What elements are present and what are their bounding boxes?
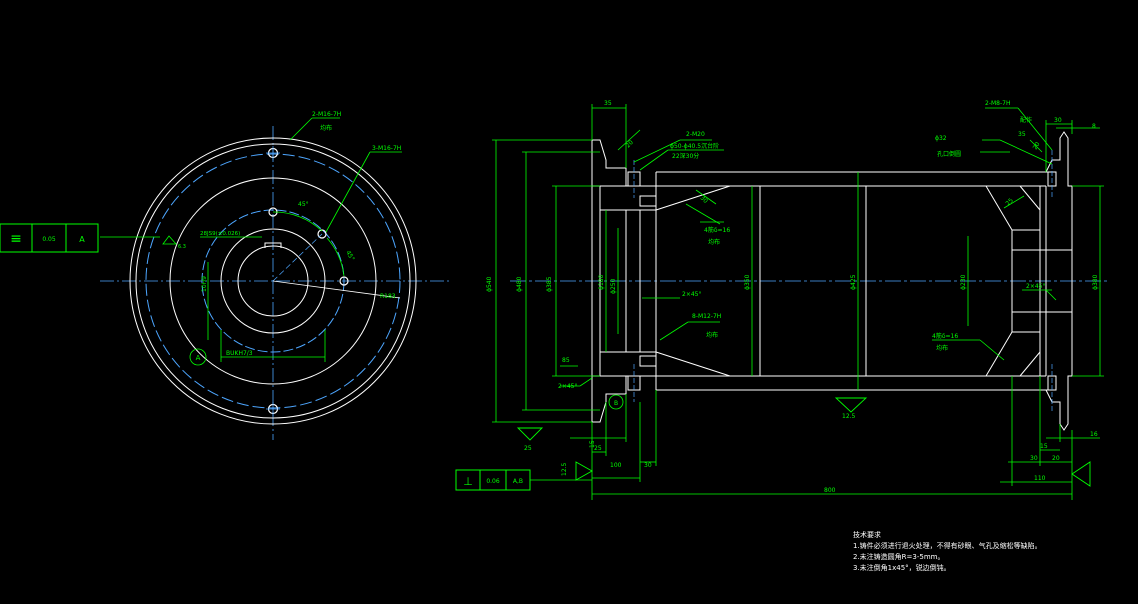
- fcf-left-tol: 0.05: [42, 236, 56, 243]
- dim-20-right: 20: [1052, 455, 1060, 462]
- right-section-view: B 35 20 2-M20 ϕ50-ϕ40.5沉台阶 22深30分 2-M8-7…: [486, 100, 1110, 500]
- rough-bottom: 12.5: [842, 413, 856, 420]
- right-view-labels: 35 20 2-M20 ϕ50-ϕ40.5沉台阶 22深30分 2-M8-7H …: [486, 100, 1099, 494]
- notes-title: 技术要求: [853, 531, 881, 539]
- radius-r183: R183: [380, 293, 396, 300]
- phi-385: ϕ385: [546, 276, 553, 292]
- fcf-right-tol: 0.06: [486, 478, 500, 485]
- fcf-left-datum: A: [79, 235, 85, 244]
- rough-left: 25: [524, 445, 532, 452]
- fit-label: 28JS9(±0.026): [200, 231, 240, 237]
- thread-hole-right: [339, 276, 349, 286]
- notes-line-2: 2.未注铸造圆角R=3-5mm。: [853, 553, 945, 561]
- outer-chamfer-circle: [135, 143, 411, 419]
- leader-2m16: 2-M16-7H: [312, 111, 341, 118]
- rib-right-2: 均布: [936, 344, 948, 352]
- leader-3m16: 3-M16-7H: [372, 145, 401, 152]
- rib-left-2: 均布: [708, 238, 720, 246]
- thread-8m12: 8-M12-7H: [692, 313, 721, 320]
- notes-line-3: 3.未注倒角1x45°，锐边倒钝。: [853, 564, 951, 572]
- right-dimensions: [492, 104, 1104, 500]
- roughness-left-value: 6.3: [178, 244, 186, 250]
- dim-15: 15: [589, 440, 596, 448]
- keyway: [264, 242, 282, 248]
- thread-8m12-note: 均布: [706, 331, 718, 339]
- leader-depth-1: ϕ50-ϕ40.5沉台阶: [670, 142, 719, 150]
- datum-b-circle: [608, 394, 624, 410]
- left-view-labels: 2-M16-7H 均布 3-M16-7H 45° 45° 28JS9(±0.02…: [200, 111, 401, 357]
- dim-100: 100: [610, 462, 622, 469]
- inner-pcd-circle: [201, 209, 345, 353]
- fcf-left-symbol: ≡: [10, 231, 22, 247]
- body-outline: [591, 131, 1073, 431]
- hole-axes: [633, 150, 1053, 412]
- dim-35-top: 35: [1018, 131, 1026, 138]
- dim-25-right: 25: [1004, 197, 1014, 207]
- angle-45: 45°: [298, 201, 309, 208]
- hub-circle: [220, 228, 326, 334]
- radial-line-45: [272, 233, 323, 282]
- roughness-symbol-left: [162, 235, 177, 245]
- leader-2m8: 2-M8-7H: [985, 100, 1010, 107]
- fcf-left: ≡ 0.05 A: [0, 223, 99, 253]
- rib-right-1: 4筋δ=16: [932, 332, 958, 340]
- dim-15-right: 15: [1040, 443, 1048, 450]
- phi-380: ϕ380: [1092, 274, 1099, 290]
- phi-350: ϕ350: [744, 274, 751, 290]
- roughness-symbols: [516, 397, 1091, 487]
- rough-lower: 12.5: [561, 462, 568, 476]
- phi-425: ϕ425: [850, 274, 857, 290]
- thread-hole-upper-right: [317, 229, 327, 239]
- phi-540: ϕ540: [486, 276, 493, 292]
- dim-25-bottom: 25: [594, 445, 602, 452]
- datum-a-letter: A: [196, 354, 201, 362]
- angle-45b: 45°: [344, 250, 355, 263]
- left-end-view: A 6.3 2-M16-7H 均布 3-M16-7H 45° 45° 28JS9…: [100, 111, 452, 440]
- dim-110: 110: [1034, 475, 1046, 482]
- left-dimensions: [100, 117, 402, 362]
- phi-180: ϕ180: [598, 274, 605, 290]
- bore-circle: [237, 245, 309, 317]
- hub-outer-circle: [169, 177, 377, 385]
- leader-2m16-note: 均布: [320, 124, 332, 132]
- hole-note: 孔口倒圆: [937, 150, 961, 158]
- notes-line-1: 1.铸件必须进行退火处理，不得有砂眼、气孔及缩松等缺陷。: [853, 542, 1042, 550]
- width-label: BUKH7/3: [226, 350, 253, 357]
- technical-requirements: 技术要求 1.铸件必须进行退火处理，不得有砂眼、气孔及缩松等缺陷。 2.未注铸造…: [853, 530, 1042, 574]
- hole-phi32: ϕ32: [935, 135, 947, 142]
- outer-circle: [129, 137, 417, 425]
- fcf-right: ⊥ 0.06 A,B: [455, 469, 592, 491]
- datum-a-circle: [189, 348, 207, 366]
- phi-250: ϕ250: [610, 278, 617, 294]
- chamfer-left: 2×45°: [558, 383, 577, 390]
- leader-2m8-note: 配作: [1020, 116, 1032, 124]
- phi-480: ϕ480: [516, 276, 523, 292]
- fcf-right-symbol: ⊥: [463, 475, 473, 488]
- leader-2m20: 2-M20: [686, 131, 705, 138]
- dim-20: 20: [624, 139, 634, 149]
- leader-depth-2: 22深30分: [672, 152, 699, 160]
- dim-30-bottom: 30: [644, 462, 652, 469]
- radius-leader: [272, 280, 401, 299]
- dim-20-small: 20: [1032, 141, 1042, 151]
- dim-85: 85: [562, 357, 570, 364]
- dim-800: 800: [824, 487, 836, 494]
- rib-left-1: 4筋δ=16: [704, 226, 730, 234]
- fcf-right-datum: A,B: [513, 478, 523, 485]
- hole-center-marks: [266, 146, 280, 416]
- dim-35: 35: [604, 100, 612, 107]
- dim-8: 8: [1092, 123, 1096, 130]
- dim-30-rib: 30: [699, 194, 709, 204]
- vertical-dim: 10H9: [201, 276, 208, 292]
- dim-30-top: 30: [1054, 117, 1062, 124]
- dim-30-right: 30: [1030, 455, 1038, 462]
- datum-b-letter: B: [614, 400, 618, 407]
- dim-16: 16: [1090, 431, 1098, 438]
- phi-230: ϕ230: [960, 274, 967, 290]
- chamfer-mid: 2×45°: [682, 291, 701, 298]
- chamfer-right: 2×45°: [1026, 283, 1045, 290]
